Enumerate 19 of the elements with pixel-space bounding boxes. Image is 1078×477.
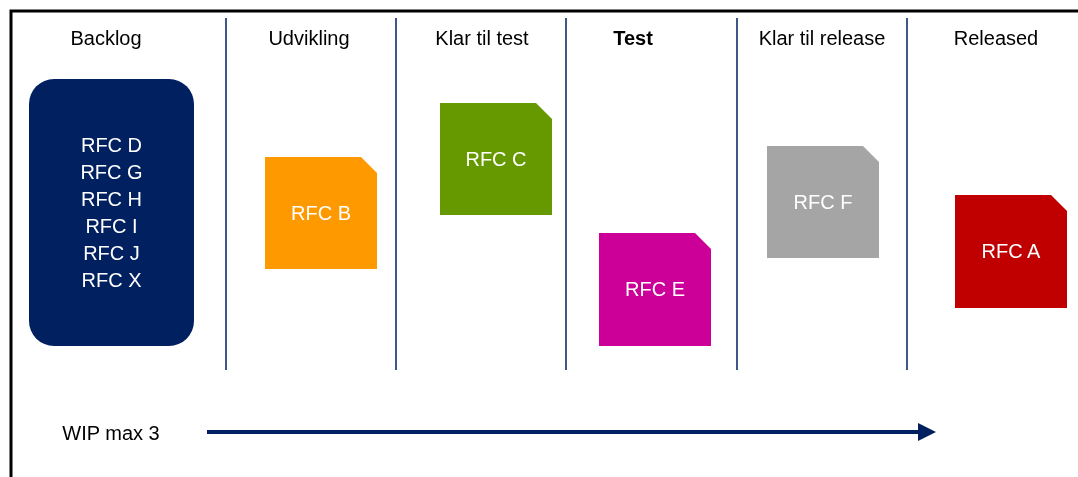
column-header: Klar til test [435,27,529,50]
column-header: Backlog [70,27,142,50]
card-label: RFC C [465,147,527,171]
card-label: RFC E [625,278,685,301]
column-header: Released [953,27,1039,50]
card-label: RFC A [981,240,1041,263]
task-card [955,195,1067,308]
task-card [440,103,552,215]
task-card [767,146,879,258]
column-header: Test [613,27,653,50]
card-label: RFC D RFC G RFC H RFC I RFC J RFC X [79,132,144,293]
task-card [599,233,711,346]
task-card [265,157,377,269]
wip-limit-label: WIP max 3 [62,422,160,445]
card-label: RFC B [291,201,351,225]
backlog-card [29,79,194,346]
column-header: Klar til release [758,27,886,50]
column-header: Udvikling [268,27,350,50]
card-label: RFC F [793,190,853,214]
